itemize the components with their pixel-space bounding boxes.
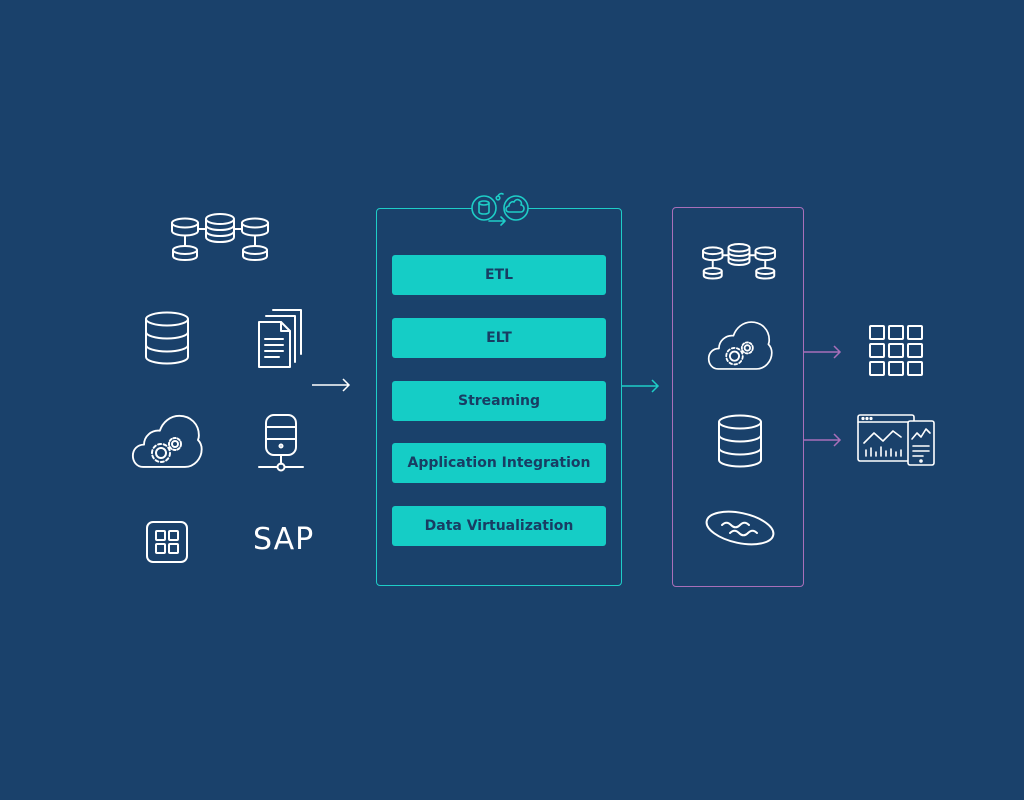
connected-databases-icon bbox=[700, 242, 778, 282]
database-icon bbox=[143, 311, 191, 365]
app-grid-icon bbox=[145, 520, 189, 564]
targets-panel bbox=[672, 207, 804, 587]
sap-label: SAP bbox=[253, 522, 315, 557]
connected-databases-icon bbox=[168, 212, 272, 264]
method-elt: ELT bbox=[392, 318, 606, 358]
integration-panel: ETL ELT Streaming Application Integratio… bbox=[376, 208, 622, 586]
integration-badge-icon bbox=[468, 186, 532, 232]
method-data-virtualization: Data Virtualization bbox=[392, 506, 606, 546]
cloud-gear-icon bbox=[131, 413, 203, 473]
database-icon bbox=[716, 414, 764, 468]
server-network-icon bbox=[257, 413, 305, 475]
cloud-gear-icon bbox=[707, 319, 773, 375]
method-streaming: Streaming bbox=[392, 381, 606, 421]
arrow-right-icon bbox=[312, 378, 352, 392]
analytics-dashboard-icon bbox=[856, 413, 938, 467]
arrow-right-icon bbox=[621, 379, 661, 393]
documents-icon bbox=[257, 308, 305, 370]
arrow-right-icon bbox=[803, 345, 843, 359]
tiles-grid-icon bbox=[868, 324, 924, 378]
arrow-right-icon bbox=[803, 433, 843, 447]
data-lake-icon bbox=[704, 506, 776, 550]
method-etl: ETL bbox=[392, 255, 606, 295]
method-application-integration: Application Integration bbox=[392, 443, 606, 483]
